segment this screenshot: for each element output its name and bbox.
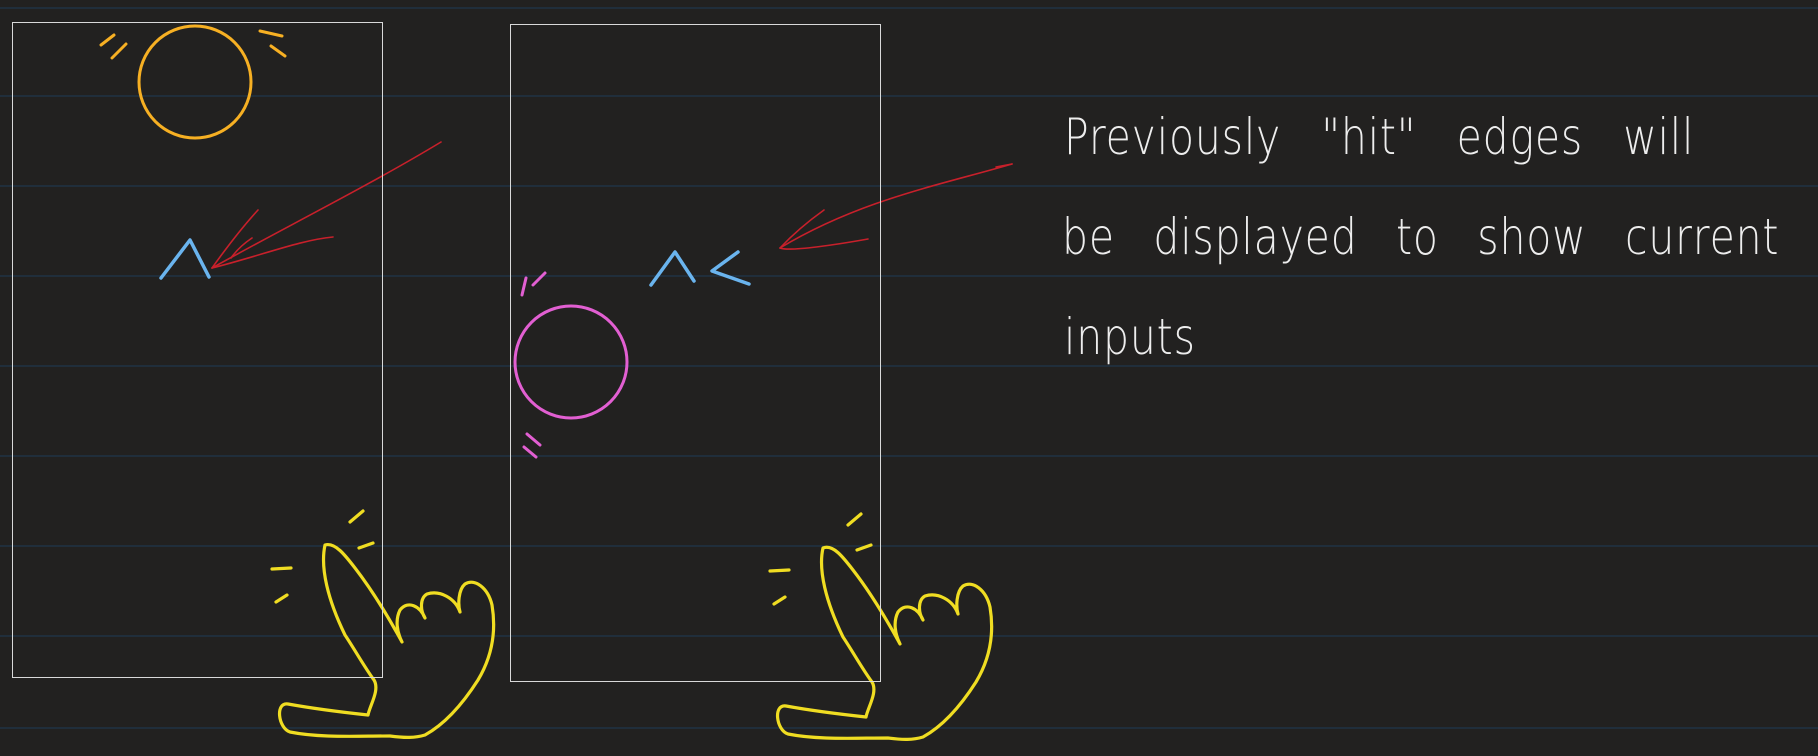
ball-circle [513, 304, 629, 420]
ball-motion-marks [520, 271, 547, 459]
ruled-lines [0, 7, 1818, 729]
phone-frame-2 [510, 24, 881, 682]
phone-frame-1 [12, 22, 383, 678]
sun-circle [137, 24, 253, 140]
note-text-line-1: Previously "hit" edges will [1064, 108, 1695, 166]
panel-1-sketch [99, 24, 496, 739]
panel-2-sketch [513, 163, 1013, 741]
note-text-line-3: inputs [1064, 308, 1196, 366]
sun-rays-right [258, 29, 287, 58]
left-caret-icon [710, 250, 751, 286]
annotation-arrow [779, 163, 1013, 250]
pointing-hand-icon [270, 509, 496, 739]
sun-rays-left [99, 33, 128, 60]
note-text-line-2: be displayed to show current [1062, 208, 1780, 266]
up-caret-icon [159, 238, 211, 280]
up-caret-icon [649, 250, 696, 287]
annotation-arrow [211, 141, 442, 269]
pointing-hand-icon [768, 512, 994, 741]
